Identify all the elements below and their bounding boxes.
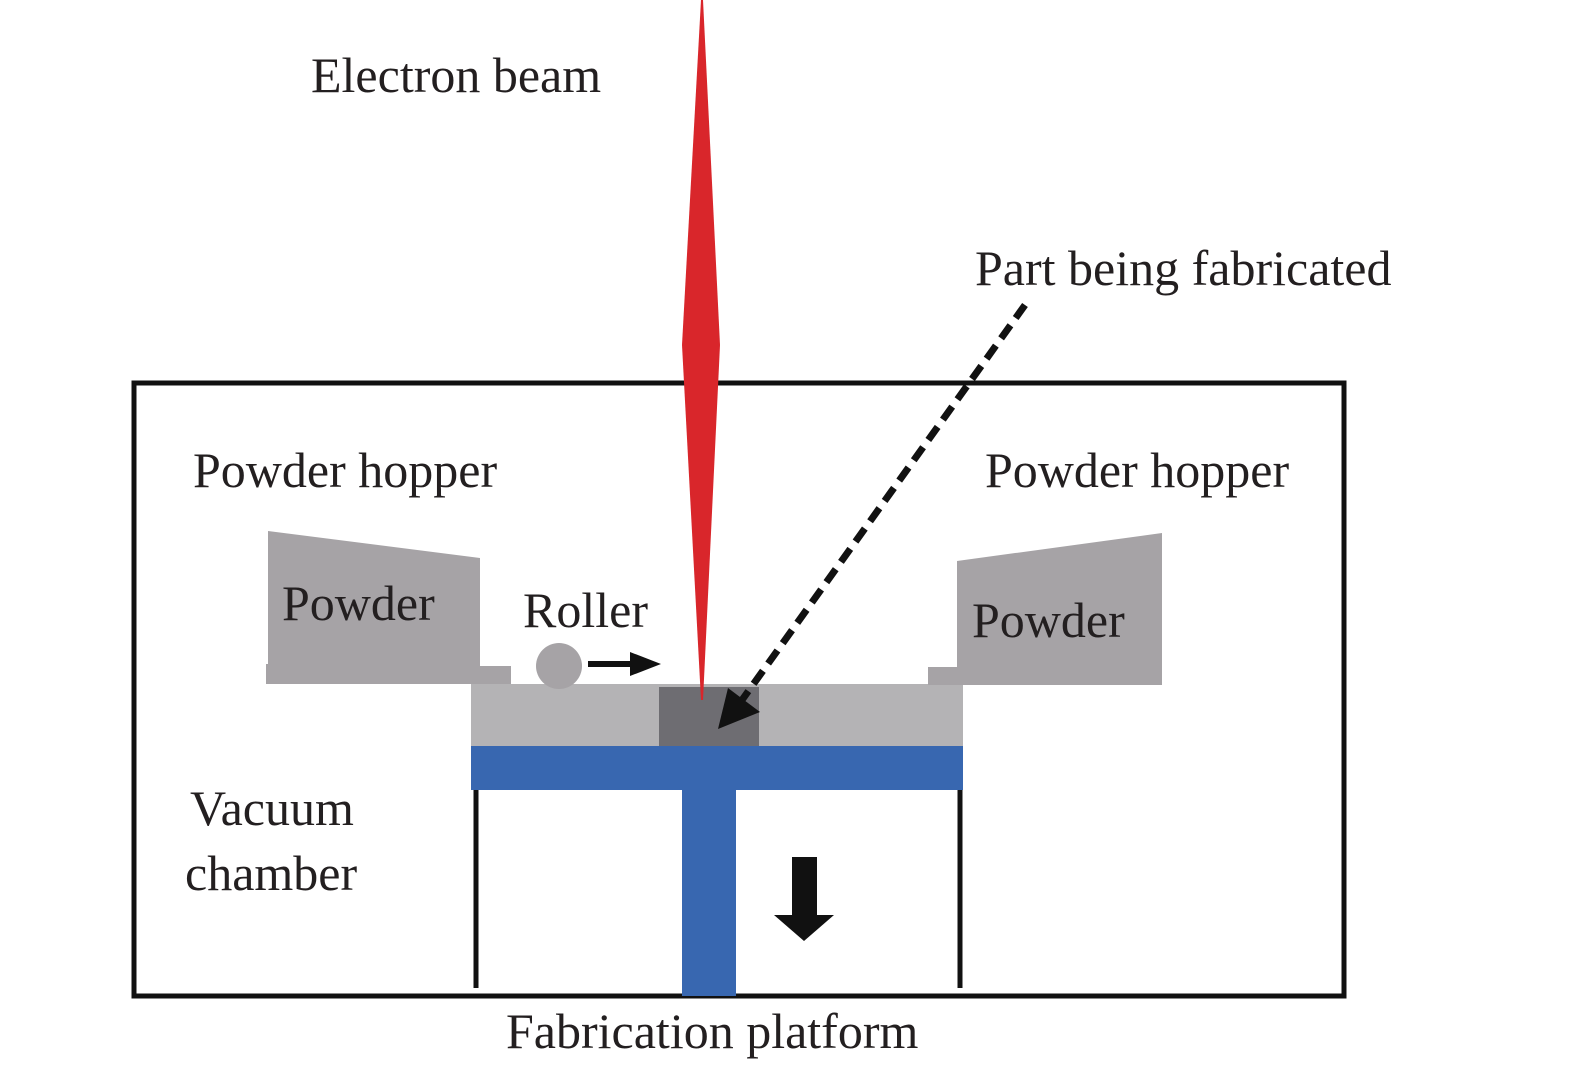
label-vacuum: Vacuum	[190, 780, 354, 836]
powder-hopper-right	[928, 533, 1162, 685]
part-pointer-dashed-line	[739, 302, 1028, 703]
label-fabrication-platform: Fabrication platform	[506, 1003, 918, 1059]
label-powder-hopper-left: Powder hopper	[193, 442, 497, 498]
label-electron-beam: Electron beam	[311, 47, 601, 103]
platform-plate	[471, 746, 963, 790]
label-powder-left: Powder	[282, 575, 435, 631]
vacuum-chamber	[131, 380, 1347, 999]
label-powder-right: Powder	[972, 592, 1125, 648]
label-chamber: chamber	[185, 845, 357, 901]
down-arrow-icon	[774, 857, 834, 941]
electron-beam	[682, 0, 720, 700]
part-pointer-arrowhead-icon	[718, 688, 760, 729]
label-roller: Roller	[523, 582, 648, 638]
label-part-being-fabricated: Part being fabricated	[975, 240, 1391, 296]
roller	[536, 643, 582, 689]
powder-hopper-left	[266, 531, 511, 684]
roller-arrow-icon	[630, 652, 661, 676]
platform-shaft	[682, 790, 736, 996]
label-powder-hopper-right: Powder hopper	[985, 442, 1289, 498]
